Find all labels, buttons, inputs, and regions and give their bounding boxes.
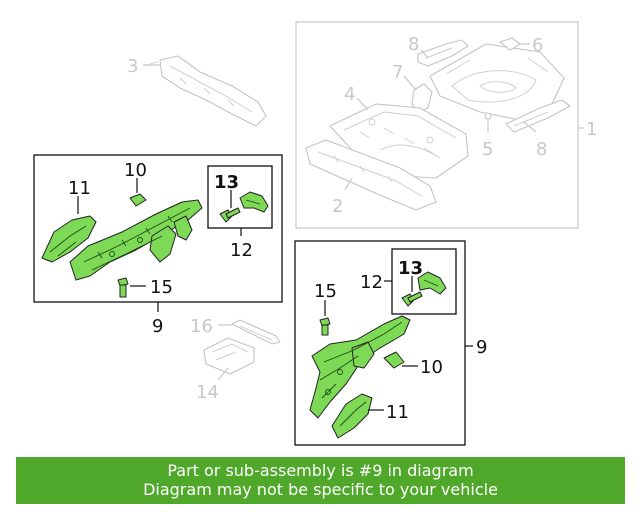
- callout-16: 16: [190, 316, 213, 337]
- right-assembly-frame: [294, 240, 466, 446]
- callout-5: 5: [482, 139, 493, 160]
- leader-2: [344, 177, 353, 191]
- part-7-drawing: [411, 83, 433, 113]
- left-part-11-drawing: [41, 215, 97, 263]
- right-callout-10: 10: [420, 357, 443, 378]
- callout-4: 4: [344, 84, 355, 105]
- right-part-15-bolt-drawing: [319, 317, 331, 336]
- left-callout-9: 9: [152, 316, 163, 337]
- callout-3: 3: [127, 56, 138, 77]
- right-callout-9: 9: [476, 337, 487, 358]
- left-callout-10: 10: [124, 160, 147, 181]
- left-callout-15: 15: [150, 277, 173, 298]
- right-part-11-drawing: [331, 393, 373, 439]
- assembly-box-1: [295, 21, 579, 229]
- left-callout-13: 13: [214, 172, 239, 193]
- part-3-drawing: [149, 55, 267, 127]
- callout-2: 2: [332, 196, 343, 217]
- left-assembly-box: 11 10: [33, 154, 283, 337]
- banner-line-2: Diagram may not be specific to your vehi…: [143, 480, 498, 499]
- right-assembly-box: 13 12 15: [294, 240, 487, 446]
- left-rail-assembly-drawing: [69, 199, 203, 281]
- part-5-drawing: [484, 112, 492, 120]
- callout-7: 7: [392, 62, 403, 83]
- part-16-drawing: [231, 319, 281, 345]
- leader-14: [217, 367, 229, 381]
- leader-7: [403, 75, 417, 91]
- callout-8-top: 8: [408, 34, 419, 55]
- part-8-right-drawing: [505, 99, 571, 133]
- left-callout-11: 11: [68, 178, 91, 199]
- right-part-12-drawing: [417, 271, 447, 295]
- leader-8b: [523, 121, 537, 133]
- ghost-parts-group: 3 1 8 6: [127, 21, 597, 403]
- leader-4: [356, 97, 369, 111]
- part-4-drawing: [329, 103, 469, 179]
- right-part-10-drawing: [383, 351, 405, 369]
- part-8-top-drawing: [417, 39, 469, 67]
- callout-6: 6: [532, 35, 543, 56]
- right-callout-15: 15: [314, 281, 337, 302]
- right-rail-assembly-drawing: [309, 315, 411, 419]
- right-callout-11: 11: [386, 402, 409, 423]
- info-banner: Part or sub-assembly is #9 in diagram Di…: [16, 457, 625, 504]
- left-callout-12: 12: [230, 240, 253, 261]
- callout-14: 14: [196, 382, 219, 403]
- callout-1: 1: [586, 119, 597, 140]
- banner-line-1: Part or sub-assembly is #9 in diagram: [167, 461, 474, 480]
- part-2-drawing: [305, 139, 437, 211]
- left-part-12-drawing: [239, 191, 269, 213]
- right-callout-12: 12: [360, 272, 383, 293]
- right-part-13-bolt-drawing: [401, 291, 423, 307]
- left-part-15-bolt-drawing: [117, 277, 129, 298]
- left-sub-box-12-13: [207, 165, 273, 229]
- part-14-drawing: [203, 337, 255, 375]
- left-part-13-bolt-drawing: [219, 207, 241, 223]
- left-part-10-drawing: [129, 193, 147, 207]
- leader-8a: [420, 49, 429, 59]
- callout-8-right: 8: [536, 139, 547, 160]
- right-callout-13: 13: [398, 258, 423, 279]
